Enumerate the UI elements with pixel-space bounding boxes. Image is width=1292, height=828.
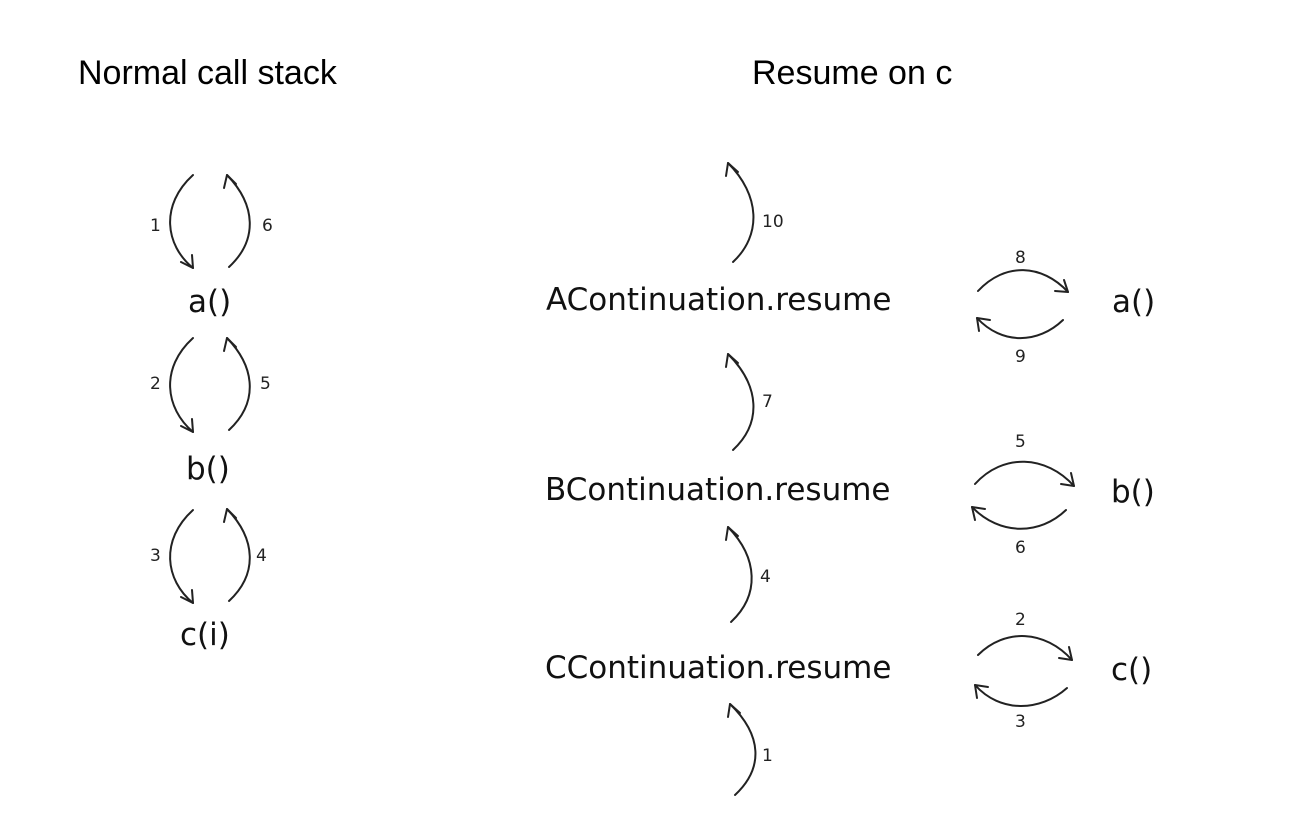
right-function-a: a() — [1112, 284, 1156, 320]
right-step-4: 4 — [760, 567, 771, 587]
b-continuation-resume: BContinuation.resume — [545, 472, 891, 508]
right-step-3: 3 — [1015, 712, 1026, 732]
left-function-c: c(i) — [180, 617, 230, 653]
right-step-10: 10 — [762, 212, 784, 232]
arrow-10-up-icon — [725, 162, 755, 263]
left-step-1: 1 — [150, 216, 161, 236]
right-step-9: 9 — [1015, 347, 1026, 367]
c-continuation-resume: CContinuation.resume — [545, 650, 892, 686]
arrow-5-up-icon — [223, 337, 251, 431]
arrow-1-down-icon — [169, 174, 194, 269]
left-step-3: 3 — [150, 546, 161, 566]
right-step-1: 1 — [762, 746, 773, 766]
arrow-1-right-up-icon — [727, 703, 757, 796]
arrow-2-call-icon — [977, 635, 1073, 661]
right-title: Resume on c — [752, 54, 953, 92]
a-continuation-resume: AContinuation.resume — [546, 282, 892, 318]
left-step-4: 4 — [256, 546, 267, 566]
arrow-4-up-icon — [223, 508, 251, 602]
right-step-8: 8 — [1015, 248, 1026, 268]
right-step-6: 6 — [1015, 538, 1026, 558]
left-function-b: b() — [186, 451, 230, 487]
right-step-2: 2 — [1015, 610, 1026, 630]
arrow-8-call-icon — [977, 269, 1069, 293]
right-step-7: 7 — [762, 392, 773, 412]
right-step-5: 5 — [1015, 432, 1026, 452]
arrow-3-down-icon — [169, 509, 194, 604]
left-step-2: 2 — [150, 374, 161, 394]
arrow-7-up-icon — [725, 353, 755, 451]
left-step-5: 5 — [260, 374, 271, 394]
right-function-b: b() — [1111, 474, 1155, 510]
arrow-3-return-icon — [974, 684, 1068, 707]
arrow-6-return-icon — [971, 506, 1067, 530]
arrow-2-down-icon — [169, 337, 194, 433]
arrow-5-call-icon — [974, 460, 1075, 487]
left-title: Normal call stack — [78, 54, 337, 92]
left-function-a: a() — [188, 284, 232, 320]
arrow-6-up-icon — [223, 174, 251, 268]
arrow-4-right-up-icon — [725, 526, 753, 623]
right-function-c: c() — [1111, 652, 1153, 688]
arrow-9-return-icon — [976, 317, 1064, 340]
left-step-6: 6 — [262, 216, 273, 236]
